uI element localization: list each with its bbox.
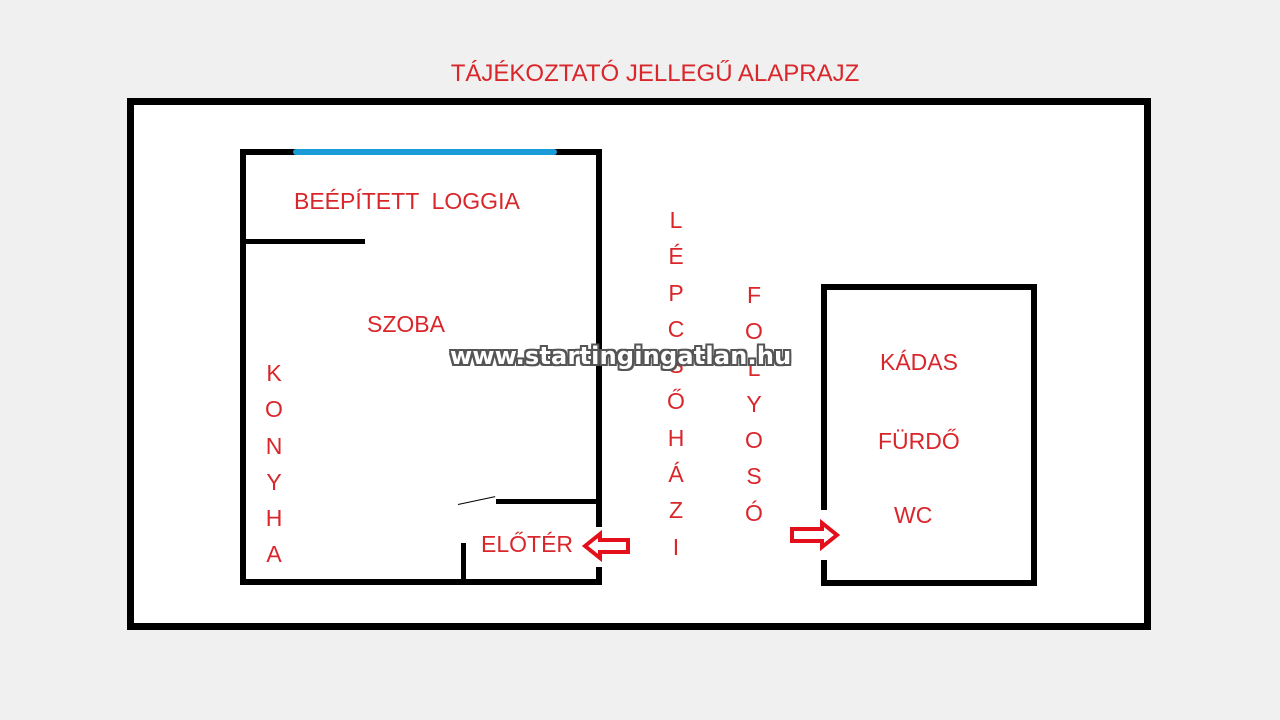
corridor-label-letter: Y xyxy=(746,390,762,417)
staircase-label-letter: Á xyxy=(668,461,684,488)
corridor-label-letter: Ó xyxy=(745,499,763,526)
staircase-label-letter: S xyxy=(668,352,684,379)
staircase-label-letter: É xyxy=(668,243,684,270)
bathroom-wall-top xyxy=(821,284,1037,290)
staircase-label-letter: H xyxy=(667,424,685,451)
loggia-window xyxy=(293,149,557,155)
corridor-label-letter: F xyxy=(746,282,762,308)
hall-label: ELŐTÉR xyxy=(481,531,574,557)
loggia-label: BEÉPÍTETT LOGGIA xyxy=(294,188,520,214)
staircase-label-letter: Z xyxy=(668,497,684,524)
hall-partition-left xyxy=(461,543,466,581)
bath-label-line3: WC xyxy=(894,502,933,528)
bath-label-line1: KÁDAS xyxy=(880,349,958,375)
kitchen-label-letter: H xyxy=(265,505,283,532)
bathroom-wall-right xyxy=(1031,284,1037,586)
kitchen-label-letter: N xyxy=(265,432,283,459)
staircase-label-letter: P xyxy=(668,279,684,306)
kitchen-label-letter: A xyxy=(266,541,282,568)
arrow-left-icon xyxy=(582,530,630,562)
bath-label-line2: FÜRDŐ xyxy=(878,428,960,454)
staircase-label-letter: L xyxy=(669,207,683,233)
corridor-label-letter: L xyxy=(747,354,761,381)
apartment-wall-left xyxy=(240,149,246,585)
corridor-label-letter: O xyxy=(745,427,763,454)
staircase-label-letter: I xyxy=(672,533,680,560)
watermark: www.startingingatlan.hu xyxy=(450,342,792,370)
bathroom-wall-left-upper xyxy=(821,284,827,510)
corridor-label-letter: O xyxy=(745,318,763,345)
loggia-partition xyxy=(240,239,365,244)
bathroom-wall-bottom xyxy=(821,580,1037,586)
apartment-wall-bottom xyxy=(240,579,602,585)
arrow-right-icon xyxy=(790,519,840,551)
plan-title: TÁJÉKOZTATÓ JELLEGŰ ALAPRAJZ xyxy=(450,60,860,87)
apartment-wall-right-upper xyxy=(596,149,602,527)
corridor-label-letter: S xyxy=(746,463,762,490)
bathroom-wall-left-lower xyxy=(821,560,827,586)
kitchen-label-letter: Y xyxy=(266,468,282,495)
room-label: SZOBA xyxy=(367,311,445,337)
hall-partition-top xyxy=(496,499,596,504)
kitchen-label-letter: K xyxy=(266,360,282,386)
apartment-wall-right-lower xyxy=(596,567,602,585)
staircase-label-letter: C xyxy=(667,315,685,342)
kitchen-label-letter: O xyxy=(265,396,283,423)
staircase-label-letter: Ő xyxy=(667,388,685,415)
floor-plan-frame xyxy=(127,98,1151,630)
